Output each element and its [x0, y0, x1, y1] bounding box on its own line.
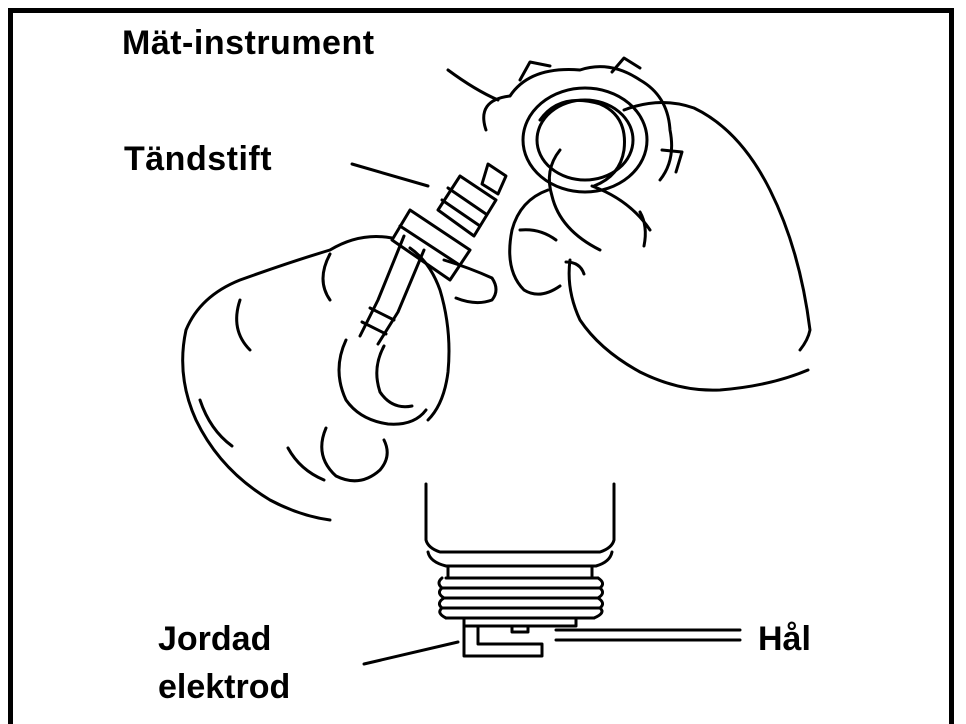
leader-lines	[352, 70, 740, 664]
gap-label: Hål	[758, 620, 811, 658]
leader-line-ground-electrode	[364, 642, 458, 664]
leader-line-spark-plug	[352, 164, 428, 186]
ground-electrode	[464, 626, 542, 656]
measuring-tool-label: Mät-instrument	[122, 24, 375, 62]
leader-line-measuring-tool	[448, 70, 498, 100]
ground-electrode-label-line2: elektrod	[158, 668, 290, 706]
spark-plug-label: Tändstift	[124, 140, 272, 178]
spark-plug-angled	[360, 164, 506, 344]
right-hand	[510, 100, 810, 390]
gap-gauge-tool	[484, 58, 682, 192]
ground-electrode-label-line1: Jordad	[158, 620, 271, 658]
